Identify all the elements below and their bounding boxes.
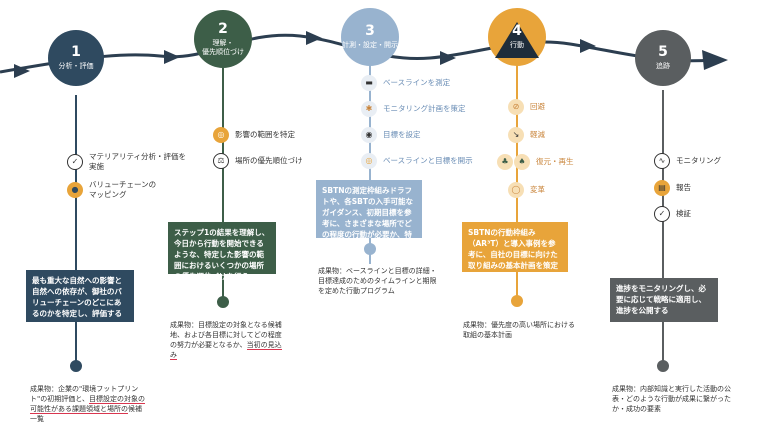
transform-icon: ◯	[508, 182, 524, 198]
stage4-item-restore: ♣ ♠ 復元・再生	[497, 154, 574, 170]
stage1-item-valuechain: ● バリューチェーンの マッピング	[67, 180, 156, 200]
stage1-number: 1	[71, 44, 81, 60]
stage1-output: 成果物：企業の"環境フットプリント"の初期評価と、目標設定の対象の可能性がある課…	[30, 384, 146, 424]
stage4-title: 行動	[510, 41, 524, 49]
stage4-item-reduce: ↘ 軽減	[508, 127, 545, 143]
stage2-circle: 2 理解・ 優先順位づけ	[194, 10, 252, 68]
avoid-icon: ⊘	[508, 99, 524, 115]
stage5-output-node	[657, 360, 669, 372]
stage5-output: 成果物：内部知識と実行した活動の公表・どのような行動が成果に繋がったか・成功の要…	[612, 385, 731, 413]
stage2-item-impact-scope: ◎ 影響の範囲を特定	[213, 127, 295, 143]
stage2-item-prioritize: ⚖ 場所の優先順位づけ	[213, 153, 303, 169]
stage4-item-label: 軽減	[530, 130, 545, 139]
stage3-circle: 3 計測・設定・開示	[341, 8, 399, 66]
stage1-item-label: バリューチェーンの マッピング	[89, 180, 157, 199]
stage5-item-label: 検証	[676, 209, 691, 218]
bullseye-icon: ◎	[361, 153, 377, 169]
stage3-number: 3	[365, 23, 375, 39]
stage4-item-label: 変革	[530, 185, 545, 194]
stage3-output-node	[364, 243, 376, 255]
pulse-icon: ∿	[654, 153, 670, 169]
tree-icon: ♣	[497, 154, 513, 170]
target-icon: ◎	[213, 127, 229, 143]
stage4-number: 4	[512, 23, 522, 39]
stage1-output-prefix: 成果物：企業の"環境フットプリント"の初期評価と、	[30, 385, 139, 403]
stage3-title: 計測・設定・開示	[342, 41, 398, 49]
plant-icon: ✱	[361, 101, 377, 117]
stage4-description-box: SBTNの行動枠組み（AR³T）と導入事例を参考に、自社の目標に向けた取り組みの…	[462, 222, 568, 281]
stage3-item-baseline: ▬ ベースラインを測定	[361, 75, 450, 91]
stage3-item-label: ベースラインを測定	[383, 78, 451, 87]
ruler-icon: ▬	[361, 75, 377, 91]
location-pin-icon: ●	[67, 182, 83, 198]
stage1-line	[75, 95, 77, 365]
leaf-icon: ♠	[514, 154, 530, 170]
stage3-output: 成果物：ベースラインと目標の詳細・目標達成のためのタイムラインと期限を定めた行動…	[318, 267, 437, 295]
stage1-output-node	[70, 360, 82, 372]
stage3-item-monitoring-plan: ✱ モニタリング計画を策定	[361, 101, 466, 117]
stage2-output-node	[217, 296, 229, 308]
stage3-item-label: 目標を設定	[383, 130, 421, 139]
stage5-item-label: モニタリング	[676, 156, 721, 165]
stage4-circle: 4 行動	[488, 8, 546, 66]
checklist-icon: ✓	[67, 154, 83, 170]
scale-icon: ⚖	[213, 153, 229, 169]
check-circle-icon: ✓	[654, 206, 670, 222]
stage1-circle: 1 分析・評価	[48, 30, 104, 86]
stage4-output-node	[511, 295, 523, 307]
stage2-description-box: ステップ1の結果を理解し、今日から行動を開始できるような、特定した影響の範囲にお…	[168, 222, 276, 281]
stage1-item-label: マテリアリティ分析・評価を 実施	[89, 152, 187, 171]
stage1-title: 分析・評価	[58, 62, 94, 70]
stage2-title: 理解・ 優先順位づけ	[202, 38, 244, 56]
stage2-output-prefix: 成果物：目標設定の対象となる候補地、および各目標に対してどの程度の努力が必要とな…	[170, 321, 282, 349]
stage2-item-label: 場所の優先順位づけ	[235, 156, 303, 165]
stage5-description-box: 進捗をモニタリングし、必要に応じて戦略に適用し、進捗を公開する	[610, 278, 718, 322]
stage4-item-transform: ◯ 変革	[508, 182, 545, 198]
stage5-number: 5	[658, 44, 668, 60]
stage5-item-verify: ✓ 検証	[654, 206, 691, 222]
stage4-output: 成果物：優先度の高い場所における取組の基本計画	[463, 321, 575, 339]
stage2-number: 2	[218, 20, 228, 37]
stage2-item-label: 影響の範囲を特定	[235, 130, 295, 139]
stage3-item-label: ベースラインと目標を開示	[383, 156, 473, 165]
stage5-title: 追跡	[656, 62, 670, 70]
stage1-description-box: 最も重大な自然への影響と自然への依存が、御社のバリューチェーンのどこにあるのかを…	[26, 270, 134, 322]
chart-down-icon: ↘	[508, 127, 524, 143]
stage4-item-label: 復元・再生	[536, 157, 574, 166]
stage2-line	[222, 68, 224, 300]
stage2-output: 成果物：目標設定の対象となる候補地、および各目標に対してどの程度の努力が必要とな…	[170, 320, 288, 360]
stage3-description-box: SBTNの測定枠組みドラフトや、各SBTの入手可能なガイダンス、初期目標を参考に…	[316, 180, 422, 250]
triangle-icon	[495, 22, 539, 58]
stage5-line	[662, 90, 664, 366]
stage5-item-label: 報告	[676, 183, 691, 192]
document-icon: ▤	[654, 180, 670, 196]
stage5-item-monitoring: ∿ モニタリング	[654, 153, 721, 169]
stage5-item-report: ▤ 報告	[654, 180, 691, 196]
stage3-item-label: モニタリング計画を策定	[383, 104, 466, 113]
stage3-item-disclose: ◎ ベースラインと目標を開示	[361, 153, 473, 169]
stage1-output-underlined: 目標設定の対象の可能性がある課題領域と場所の	[30, 395, 145, 414]
stage2-output-underlined: 当初の見込み	[170, 341, 282, 360]
stage1-output-suffix: 候補一覧	[30, 405, 142, 423]
stage3-item-target: ◉ 目標を設定	[361, 127, 421, 143]
stage4-item-label: 回避	[530, 102, 545, 111]
stage5-circle: 5 追跡	[635, 30, 691, 86]
stage1-item-materiality: ✓ マテリアリティ分析・評価を 実施	[67, 152, 186, 172]
target-icon: ◉	[361, 127, 377, 143]
stage4-item-avoid: ⊘ 回避	[508, 99, 545, 115]
